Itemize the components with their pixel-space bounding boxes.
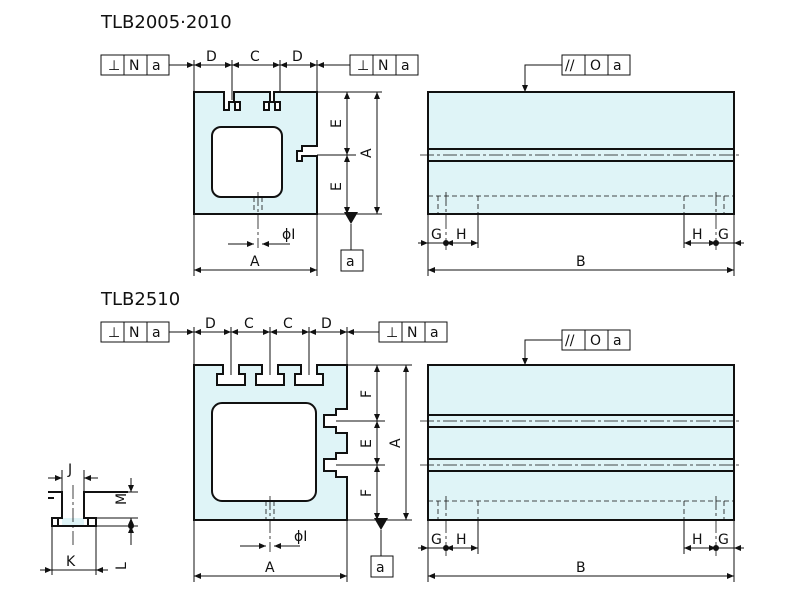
svg-text:ϕI: ϕI [282,227,295,243]
svg-text:M: M [114,493,130,505]
svg-text:H: H [456,532,467,548]
side-view-tlb2005 [420,91,742,250]
fcf-perpendicularity-left-bottom: ⊥ N a [100,321,194,343]
fcf-parallelism-top: // O a [522,54,631,92]
svg-text:E: E [329,182,345,191]
title-tlb2005-2010: TLB2005·2010 [100,12,232,33]
svg-text:F: F [359,489,375,497]
hollow-core [211,126,283,198]
svg-text:N: N [129,58,139,74]
dim-b-top: B [428,254,734,273]
svg-text:ϕI: ϕI [294,529,307,545]
svg-text:D: D [205,316,216,332]
svg-text:a: a [401,58,410,74]
datum-a-bottom: a [370,518,394,578]
dim-ee-a-top: E E A [317,91,382,215]
svg-text:C: C [283,316,293,332]
svg-text://: // [565,333,575,349]
svg-text:a: a [376,560,385,576]
fcf-perpendicularity-left: ⊥ N a [100,54,194,76]
svg-text:A: A [250,254,260,270]
svg-text:G: G [431,227,442,243]
dim-dccd-bottom: D C C D [193,316,348,375]
fcf-parallelism-bottom: // O a [522,329,631,365]
t-slot-detail: J M L K [40,462,138,575]
svg-text:J: J [67,462,72,478]
dim-phi-i-top: ϕI [228,227,295,247]
svg-text:A: A [388,438,404,448]
side-view-tlb2510 [420,364,742,556]
svg-text:E: E [359,439,375,448]
dim-fef-a-bottom: F E F A [336,364,412,521]
svg-text:K: K [66,554,76,570]
svg-text:H: H [692,227,703,243]
hollow-core-bottom [211,402,317,502]
dim-gh-top: G H H G [418,214,744,276]
svg-text:⊥: ⊥ [357,58,369,74]
svg-text:a: a [152,58,161,74]
svg-text:a: a [613,333,622,349]
svg-text:G: G [431,532,442,548]
dim-a-horizontal-top: A [193,214,318,276]
svg-text:H: H [456,227,467,243]
svg-text:a: a [430,325,439,341]
dim-b-bottom: B [428,560,734,579]
svg-text:N: N [378,58,388,74]
perpendicularity-symbol: ⊥ [108,58,120,74]
svg-text:N: N [407,325,417,341]
datum-a-top: a [340,212,364,272]
svg-text:L: L [114,562,130,570]
svg-text:D: D [321,316,332,332]
svg-text:⊥: ⊥ [386,325,398,341]
svg-text:A: A [359,148,375,158]
svg-text:H: H [692,532,703,548]
front-view-tlb2510 [193,364,348,552]
svg-text:B: B [576,560,586,576]
dim-a-horizontal-bottom: A [193,520,348,582]
svg-text:a: a [346,254,355,270]
svg-text:E: E [329,119,345,128]
title-tlb2510: TLB2510 [100,289,180,310]
svg-text:B: B [576,254,586,270]
svg-text://: // [565,58,575,74]
svg-text:D: D [292,49,303,65]
svg-text:a: a [152,325,161,341]
svg-text:G: G [718,532,729,548]
dim-gh-bottom: G H H G [418,520,744,582]
dim-dcd-top: D C D [193,49,318,100]
fcf-perpendicularity-right-bottom: ⊥ N a [347,321,448,343]
svg-text:C: C [244,316,254,332]
svg-text:G: G [718,227,729,243]
svg-text:a: a [613,58,622,74]
svg-text:O: O [590,333,601,349]
svg-text:F: F [359,390,375,398]
dim-phi-i-bottom: ϕI [240,529,307,549]
svg-text:D: D [206,49,217,65]
svg-text:C: C [250,49,260,65]
fcf-perpendicularity-right: ⊥ N a [317,54,419,76]
svg-text:⊥: ⊥ [108,325,120,341]
front-view-tlb2005 [193,91,318,248]
svg-text:A: A [265,560,275,576]
svg-text:N: N [129,325,139,341]
svg-text:O: O [590,58,601,74]
